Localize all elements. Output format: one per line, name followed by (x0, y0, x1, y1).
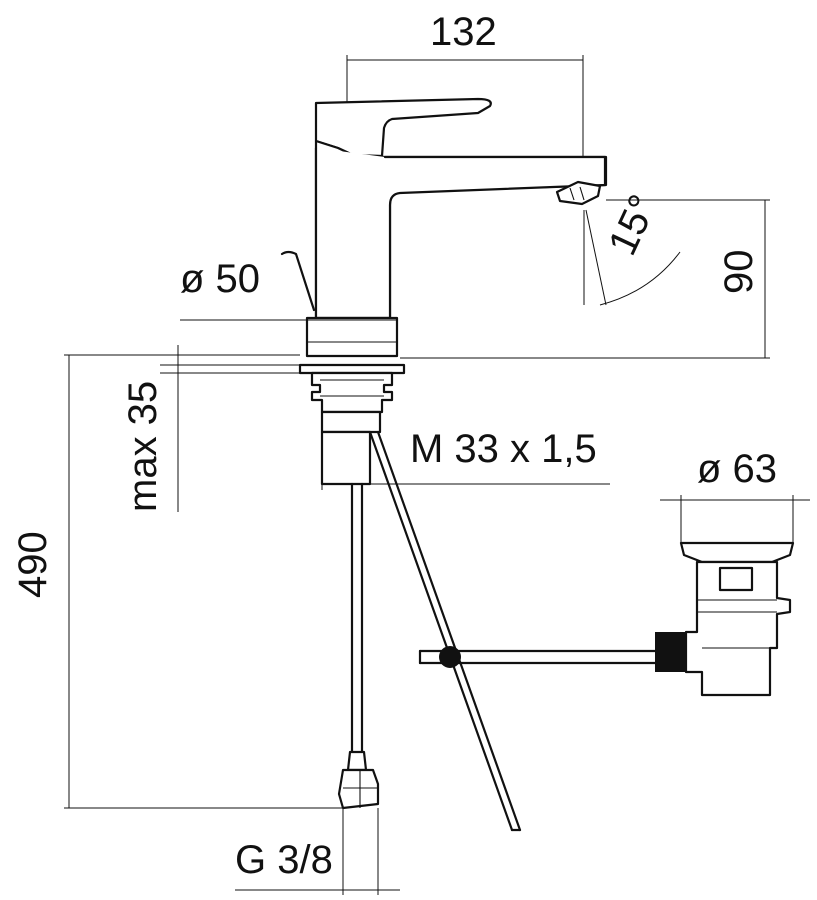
pop-up-rod (280, 250, 316, 312)
fixing-nut (310, 371, 394, 414)
spout (314, 146, 607, 320)
hose-ferrule (346, 750, 368, 772)
waste-flange (679, 541, 795, 564)
threaded-shank (320, 410, 382, 434)
label-hose-length: 490 (11, 531, 55, 598)
faucet-body (280, 97, 608, 486)
base-ring (305, 316, 399, 358)
waste-window (718, 566, 754, 592)
label-base-diameter: ø 50 (180, 257, 260, 301)
pop-up-linkage (368, 430, 657, 832)
label-faucet-projection: 132 (430, 10, 497, 54)
label-spout-height: 90 (717, 250, 761, 295)
label-hose-connection: G 3/8 (235, 838, 333, 882)
label-thread-size: M 33 x 1,5 (410, 427, 597, 471)
hose-nut (337, 768, 380, 810)
deck-washer (298, 363, 406, 375)
shank-lower (320, 430, 372, 486)
pivot-ball (439, 646, 461, 668)
waste-nut (655, 632, 686, 672)
label-spout-angle: 15° (600, 188, 665, 261)
dimension-lines (64, 55, 810, 895)
waste-assembly (655, 541, 795, 697)
label-max-deck-thickness: max 35 (121, 381, 165, 512)
label-waste-diameter: ø 63 (697, 447, 777, 491)
handle-lever (314, 97, 492, 158)
aerator (555, 180, 602, 206)
supply-hose (337, 482, 380, 810)
